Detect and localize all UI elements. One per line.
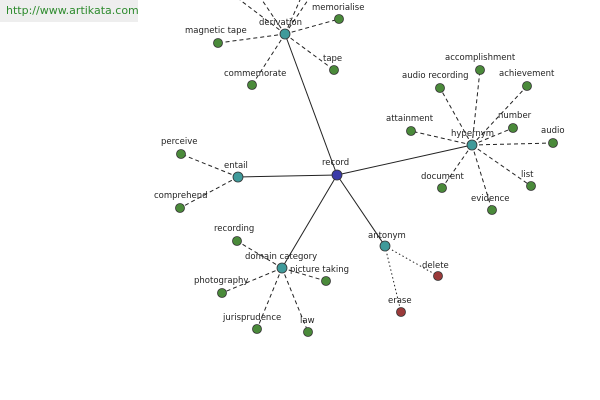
node-delete[interactable]	[433, 271, 443, 281]
label-law[interactable]: law	[300, 316, 315, 326]
node-number[interactable]	[508, 123, 518, 133]
label-achievement[interactable]: achievement	[499, 69, 555, 79]
node-photography[interactable]	[217, 288, 227, 298]
node-tape[interactable]	[329, 65, 339, 75]
edge-hypernym-audio_recording	[439, 87, 473, 146]
node-magnetic-tape[interactable]	[213, 38, 223, 48]
node-domain-category[interactable]	[276, 262, 288, 274]
label-audio-recording[interactable]: audio recording	[402, 71, 469, 81]
edge-derivation-commemorate	[251, 33, 286, 86]
node-attainment[interactable]	[406, 126, 416, 136]
node-accomplishment[interactable]	[475, 65, 485, 75]
label-accomplishment[interactable]: accomplishment	[445, 53, 516, 63]
node-audio-recording[interactable]	[435, 83, 445, 93]
node-hypernym[interactable]	[466, 139, 478, 151]
site-url-text[interactable]: http://www.artikata.com	[6, 4, 139, 17]
label-memorialise[interactable]: memorialise	[312, 3, 364, 13]
edge-hypernym-evidence	[471, 144, 493, 211]
label-comprehend[interactable]: comprehend	[154, 191, 208, 201]
edge-record-antonym	[336, 174, 386, 247]
label-jurisprudence[interactable]: jurisprudence	[222, 313, 281, 323]
edge-hypernym-list	[471, 144, 532, 187]
label-list[interactable]: list	[521, 170, 534, 180]
node-perceive[interactable]	[176, 149, 186, 159]
node-audio[interactable]	[548, 138, 558, 148]
graph-nodes	[175, 14, 558, 337]
label-photography[interactable]: photography	[194, 276, 248, 286]
label-commemorate[interactable]: commemorate	[224, 69, 286, 79]
node-record[interactable]	[331, 169, 343, 181]
node-law[interactable]	[303, 327, 313, 337]
site-url-banner[interactable]: http://www.artikata.com	[0, 0, 139, 22]
node-antonym[interactable]	[379, 240, 391, 252]
label-antonym[interactable]: antonym	[368, 231, 406, 241]
label-picture-taking[interactable]: picture taking	[290, 265, 349, 275]
node-jurisprudence[interactable]	[252, 324, 262, 334]
label-audio[interactable]: audio	[541, 126, 565, 136]
label-attainment[interactable]: attainment	[386, 114, 434, 124]
graph-edges	[179, 18, 554, 333]
edge-hypernym-number	[471, 127, 514, 146]
node-commemorate[interactable]	[247, 80, 257, 90]
edge-derivation-magnetic_tape	[217, 33, 286, 44]
node-memorialise[interactable]	[334, 14, 344, 24]
edge-antonym-erase	[384, 245, 402, 313]
label-erase[interactable]: erase	[388, 296, 412, 306]
edge-stub-2	[261, 0, 286, 35]
edge-hypernym-attainment	[410, 130, 473, 146]
edge-hypernym-audio	[471, 142, 554, 146]
label-number[interactable]: number	[498, 111, 532, 121]
label-tape[interactable]: tape	[323, 54, 342, 64]
node-picture-taking[interactable]	[321, 276, 331, 286]
node-evidence[interactable]	[487, 205, 497, 215]
label-hypernym[interactable]: hypernym	[451, 129, 494, 139]
edge-record-hypernym	[336, 144, 473, 176]
node-entail[interactable]	[232, 171, 244, 183]
edge-domain_category-recording	[236, 240, 283, 269]
label-document[interactable]: document	[421, 172, 465, 182]
edge-domain_category-jurisprudence	[256, 267, 283, 330]
edge-record-derivation	[284, 33, 338, 176]
offscreen-edge-stubs	[239, 0, 309, 35]
node-achievement[interactable]	[522, 81, 532, 91]
label-entail[interactable]: entail	[224, 161, 248, 171]
edge-stub-1	[239, 0, 286, 35]
node-erase[interactable]	[396, 307, 406, 317]
label-perceive[interactable]: perceive	[161, 137, 197, 147]
edge-record-domain_category	[281, 174, 338, 269]
node-comprehend[interactable]	[175, 203, 185, 213]
edge-entail-comprehend	[179, 176, 239, 209]
label-evidence[interactable]: evidence	[471, 194, 510, 204]
node-recording[interactable]	[232, 236, 242, 246]
graph-labels: record derivation entail hypernym domain cat…	[154, 3, 565, 326]
label-record[interactable]: record	[322, 158, 349, 168]
label-delete[interactable]: delete	[422, 261, 449, 271]
label-domain-category[interactable]: domain category	[245, 252, 317, 262]
label-magnetic-tape[interactable]: magnetic tape	[185, 26, 247, 36]
edge-hypernym-accomplishment	[471, 69, 481, 146]
node-document[interactable]	[437, 183, 447, 193]
label-derivation[interactable]: derivation	[259, 18, 302, 28]
node-derivation[interactable]	[279, 28, 291, 40]
edge-stub-3	[284, 0, 301, 35]
edge-record-entail	[237, 174, 338, 178]
edge-derivation-memorialise	[284, 18, 340, 35]
node-list[interactable]	[526, 181, 536, 191]
edge-entail-perceive	[180, 153, 239, 178]
edge-derivation-tape	[284, 33, 335, 71]
label-recording[interactable]: recording	[214, 224, 254, 234]
edge-stub-4	[284, 0, 309, 35]
edge-hypernym-document	[441, 144, 473, 189]
edge-domain_category-law	[281, 267, 309, 333]
edge-domain_category-photography	[221, 267, 283, 294]
edge-domain_category-picture_taking	[281, 267, 327, 282]
